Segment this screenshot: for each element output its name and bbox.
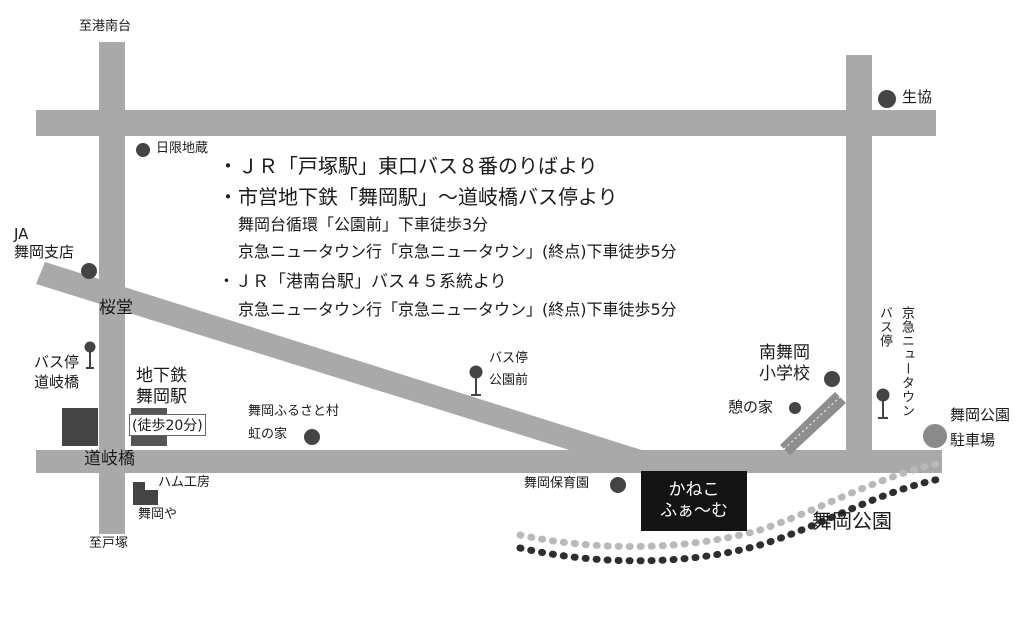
label-bus-keikyu-2: バス停 xyxy=(876,306,892,348)
bus-stop-keikyu-icon xyxy=(876,388,890,419)
label-ja-2: 舞岡支店 xyxy=(14,243,75,261)
bus-stop-koen-icon xyxy=(469,365,483,396)
direction-line-1: ・ＪＲ「戸塚駅」東口バス８番のりばより xyxy=(218,154,598,178)
park-path-dark xyxy=(516,474,949,565)
label-minami-school-2: 小学校 xyxy=(759,364,810,384)
label-hino-jizo: 日限地蔵 xyxy=(156,141,209,156)
park-path-light xyxy=(516,458,949,550)
direction-line-4: 京急ニュータウン行「京急ニュータウン」(終点)下車徒歩5分 xyxy=(238,242,677,261)
road-diagonal xyxy=(36,262,648,472)
label-ja-1: JA xyxy=(14,225,29,243)
direction-line-3: 舞岡台循環「公園前」下車徒歩3分 xyxy=(238,215,489,234)
shop-name-2: ふぁ〜む xyxy=(660,501,728,521)
road-bottom xyxy=(36,450,942,473)
label-walk-20: (徒歩20分) xyxy=(129,414,206,436)
label-seikyo: 生協 xyxy=(902,88,933,106)
label-hoikuen: 舞岡保育園 xyxy=(524,476,590,491)
direction-line-2: ・市営地下鉄「舞岡駅」〜道岐橋バス停より xyxy=(218,185,618,209)
place-markers xyxy=(81,90,947,493)
shop-name-1: かねこ xyxy=(668,479,720,500)
label-furusato-2: 虹の家 xyxy=(248,427,288,442)
direction-line-5: ・ＪＲ「港南台駅」バス４５系統より xyxy=(218,272,507,292)
label-michiki-road: 道岐橋 xyxy=(84,449,135,469)
marker-park-lot xyxy=(923,424,947,448)
marker-school xyxy=(824,371,840,387)
label-park-lot-2: 駐車場 xyxy=(950,431,996,449)
road-right-vertical xyxy=(846,55,872,470)
label-bus-michiki-1: バス停 xyxy=(34,353,80,371)
label-maioka-park: 舞岡公園 xyxy=(812,509,892,533)
marker-ikoi xyxy=(789,402,801,414)
label-to-totsuka: 至戸塚 xyxy=(89,536,129,551)
road-top xyxy=(36,110,936,136)
marker-hoikuen xyxy=(610,477,626,493)
marker-ja xyxy=(81,263,97,279)
label-minami-school-1: 南舞岡 xyxy=(759,343,810,363)
roads xyxy=(36,42,942,534)
shop-kaneko-farm: かねこ ふぁ〜む xyxy=(641,471,747,531)
bus-stop-michiki-icon xyxy=(84,341,96,369)
label-subway-2: 舞岡駅 xyxy=(136,387,187,407)
label-furusato-1: 舞岡ふるさと村 xyxy=(248,404,340,419)
label-bus-koen-2: 公園前 xyxy=(489,373,529,388)
label-park-lot-1: 舞岡公園 xyxy=(950,406,1011,424)
marker-hino-jizo xyxy=(136,143,150,157)
direction-line-6: 京急ニュータウン行「京急ニュータウン」(終点)下車徒歩5分 xyxy=(238,300,677,319)
label-ikoi: 憩の家 xyxy=(728,398,774,416)
label-bus-koen-1: バス停 xyxy=(489,351,529,366)
label-bus-michiki-2: 道岐橋 xyxy=(34,373,80,391)
stairs xyxy=(780,392,846,455)
marker-seikyo xyxy=(878,90,896,108)
label-bus-keikyu-1: 京急ニュータウン xyxy=(898,306,914,418)
label-subway-1: 地下鉄 xyxy=(136,366,187,386)
label-sakuradou: 桜堂 xyxy=(99,298,133,318)
marker-furusato xyxy=(304,429,320,445)
label-to-konandai: 至港南台 xyxy=(79,19,132,34)
label-ham-2: 舞岡や xyxy=(138,507,178,522)
building-michiki xyxy=(62,408,98,446)
label-ham-1: ハム工房 xyxy=(158,475,211,490)
building-ham-kobo xyxy=(133,482,158,505)
